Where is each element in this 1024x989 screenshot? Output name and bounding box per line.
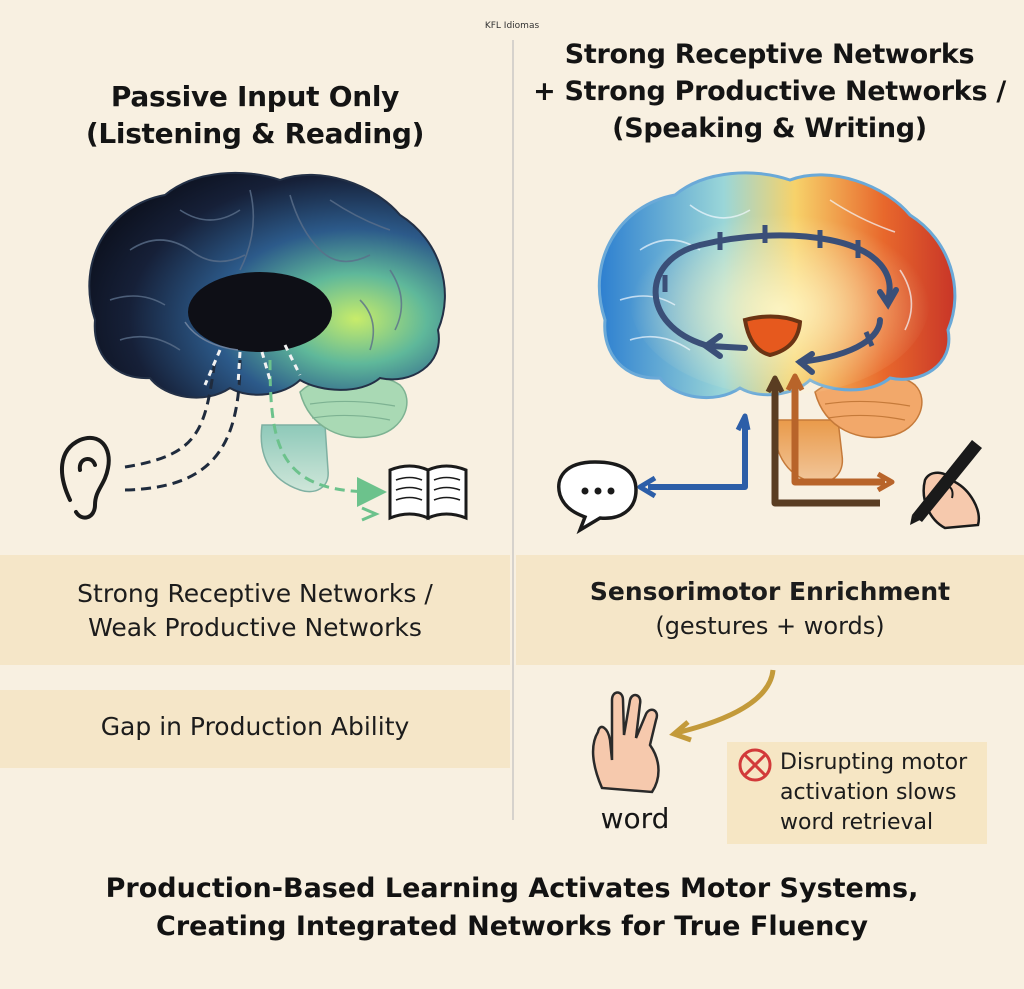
ear-icon xyxy=(59,436,111,520)
left-title-line-1: Passive Input Only xyxy=(110,80,400,113)
speech-bubble-icon xyxy=(557,460,638,535)
right-title-line-1: Strong Receptive Networks xyxy=(564,39,975,70)
left-title-line-2: (Listening & Reading) xyxy=(85,117,425,150)
left-band-line-2: Weak Productive Networks xyxy=(88,613,422,642)
book-icon xyxy=(388,464,468,521)
right-title: Strong Receptive Networks + Strong Produ… xyxy=(515,36,1024,147)
enrichment-title: Sensorimotor Enrichment xyxy=(589,577,951,606)
left-input-pathways xyxy=(124,344,387,522)
right-output-pathways xyxy=(637,373,895,507)
writing-hand-icon xyxy=(910,440,982,530)
right-title-line-3: (Speaking & Writing) xyxy=(612,113,927,144)
no-symbol-icon xyxy=(738,748,772,782)
center-divider xyxy=(512,40,514,820)
band-to-hand-arrow xyxy=(675,669,776,736)
left-band-line-1: Strong Receptive Networks / xyxy=(77,579,433,608)
left-network-band: Strong Receptive Networks / Weak Product… xyxy=(0,555,510,665)
footer-line-2: Creating Integrated Networks for True Fl… xyxy=(156,911,868,942)
left-brain xyxy=(88,171,446,493)
gap-band: Gap in Production Ability xyxy=(0,690,510,768)
right-enrichment-band: Sensorimotor Enrichment (gestures + word… xyxy=(516,555,1024,665)
note-line-2: activation slows xyxy=(780,780,957,805)
left-title: Passive Input Only (Listening & Reading) xyxy=(40,78,470,152)
credit-label: KFL Idiomas xyxy=(484,21,540,31)
raised-hand-icon xyxy=(591,691,660,794)
note-text: Disrupting motor activation slows word r… xyxy=(780,748,985,838)
footer-line-1: Production-Based Learning Activates Moto… xyxy=(105,873,919,904)
footer-title: Production-Based Learning Activates Moto… xyxy=(0,870,1024,946)
note-line-3: word retrieval xyxy=(780,810,934,835)
gap-label: Gap in Production Ability xyxy=(100,712,410,741)
enrichment-subtitle: (gestures + words) xyxy=(655,612,885,640)
right-title-line-2: + Strong Productive Networks / xyxy=(533,76,1006,107)
note-line-1: Disrupting motor xyxy=(780,750,968,775)
word-label: word xyxy=(600,802,670,835)
